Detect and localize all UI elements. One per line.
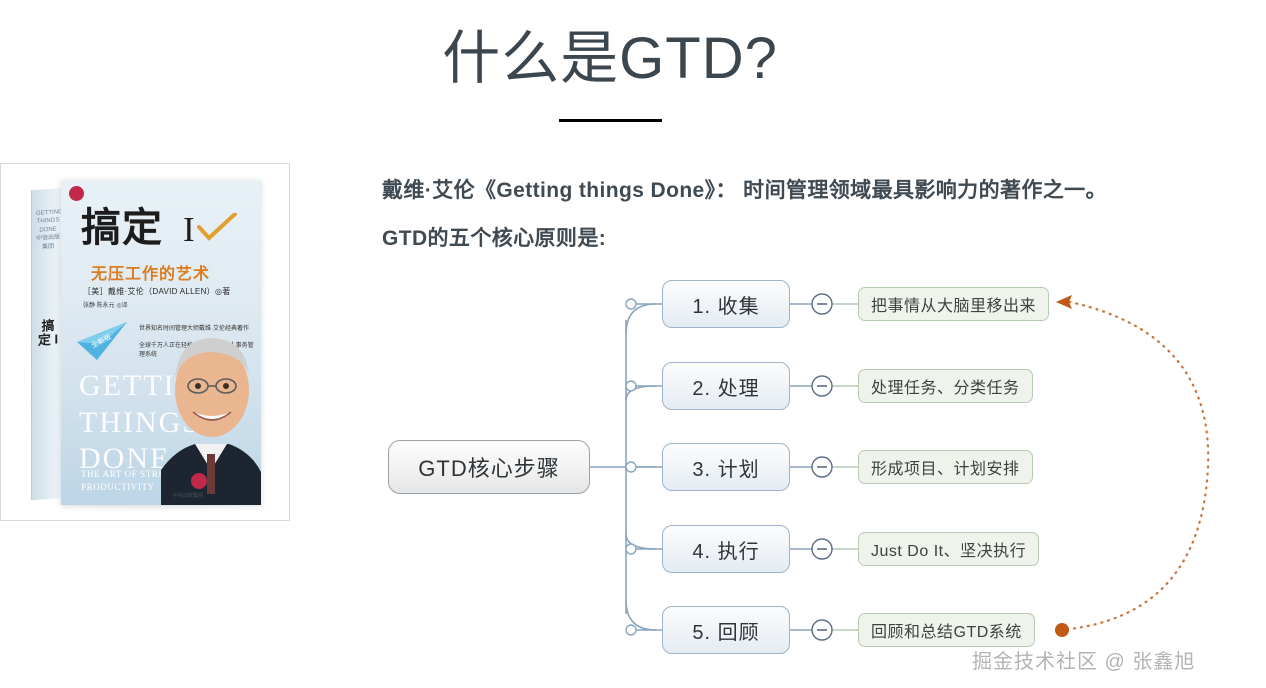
check-icon	[197, 213, 237, 243]
page-title: 什么是GTD?	[442, 26, 778, 91]
publisher-logo-icon	[191, 473, 207, 489]
book-blurb-1: 世界知名时间管理大师戴维·艾伦经典著作	[139, 326, 249, 332]
flag-ribbon-icon: 全新版	[75, 320, 131, 362]
mindmap-root-node[interactable]: GTD核心步骤	[388, 440, 590, 494]
book-spine-english: GETTING THINGS DONE 中信出版集团	[36, 209, 63, 251]
title-underline	[559, 119, 662, 122]
mindmap-step-node-1[interactable]: 1. 收集	[662, 280, 790, 328]
mindmap-step-node-2[interactable]: 2. 处理	[662, 362, 790, 410]
mindmap: GTD核心步骤 1. 收集 2. 处理 3. 计划 4. 执行 5. 回顾 把事…	[380, 258, 1266, 666]
book-front-face: 搞定 I 无压工作的艺术 ［美］戴维·艾伦（DAVID ALLEN）◎著 张静 …	[61, 180, 261, 505]
mindmap-detail-node-5[interactable]: 回顾和总结GTD系统	[858, 613, 1035, 647]
book-press: 中信出版集团	[173, 493, 204, 499]
mindmap-step-node-4[interactable]: 4. 执行	[662, 525, 790, 573]
book-title: 搞定	[81, 206, 163, 250]
book-roman-numeral: I	[183, 210, 195, 249]
book-translator-line: 张静 陈永元 ◎译	[83, 303, 128, 309]
book-spine-title: 搞定 I	[37, 317, 59, 348]
book-cover-image: GETTING THINGS DONE 中信出版集团 搞定 I 搞定 I 无压工…	[0, 163, 290, 521]
author-portrait	[155, 320, 261, 505]
mindmap-step-node-5[interactable]: 5. 回顾	[662, 606, 790, 654]
paragraph-principles: GTD的五个核心原则是:	[382, 227, 607, 250]
mindmap-detail-node-2[interactable]: 处理任务、分类任务	[858, 369, 1033, 403]
mindmap-detail-node-4[interactable]: Just Do It、坚决执行	[858, 532, 1040, 566]
book-author-line: ［美］戴维·艾伦（DAVID ALLEN）◎著	[83, 287, 231, 296]
book-spine: GETTING THINGS DONE 中信出版集团 搞定 I	[31, 188, 64, 501]
paragraph-intro: 戴维·艾伦《Getting things Done》： 时间管理领域最具影响力的…	[382, 179, 1107, 202]
book-subtitle: 无压工作的艺术	[91, 266, 211, 283]
mindmap-detail-node-1[interactable]: 把事情从大脑里移出来	[858, 287, 1050, 321]
mindmap-connectors	[590, 295, 1210, 637]
mindmap-step-node-3[interactable]: 3. 计划	[662, 443, 790, 491]
publisher-badge-icon	[69, 186, 84, 201]
mindmap-detail-node-3[interactable]: 形成项目、计划安排	[858, 450, 1033, 484]
book: GETTING THINGS DONE 中信出版集团 搞定 I 搞定 I 无压工…	[31, 180, 261, 505]
watermark: 掘金技术社区 @ 张鑫旭	[972, 651, 1196, 673]
